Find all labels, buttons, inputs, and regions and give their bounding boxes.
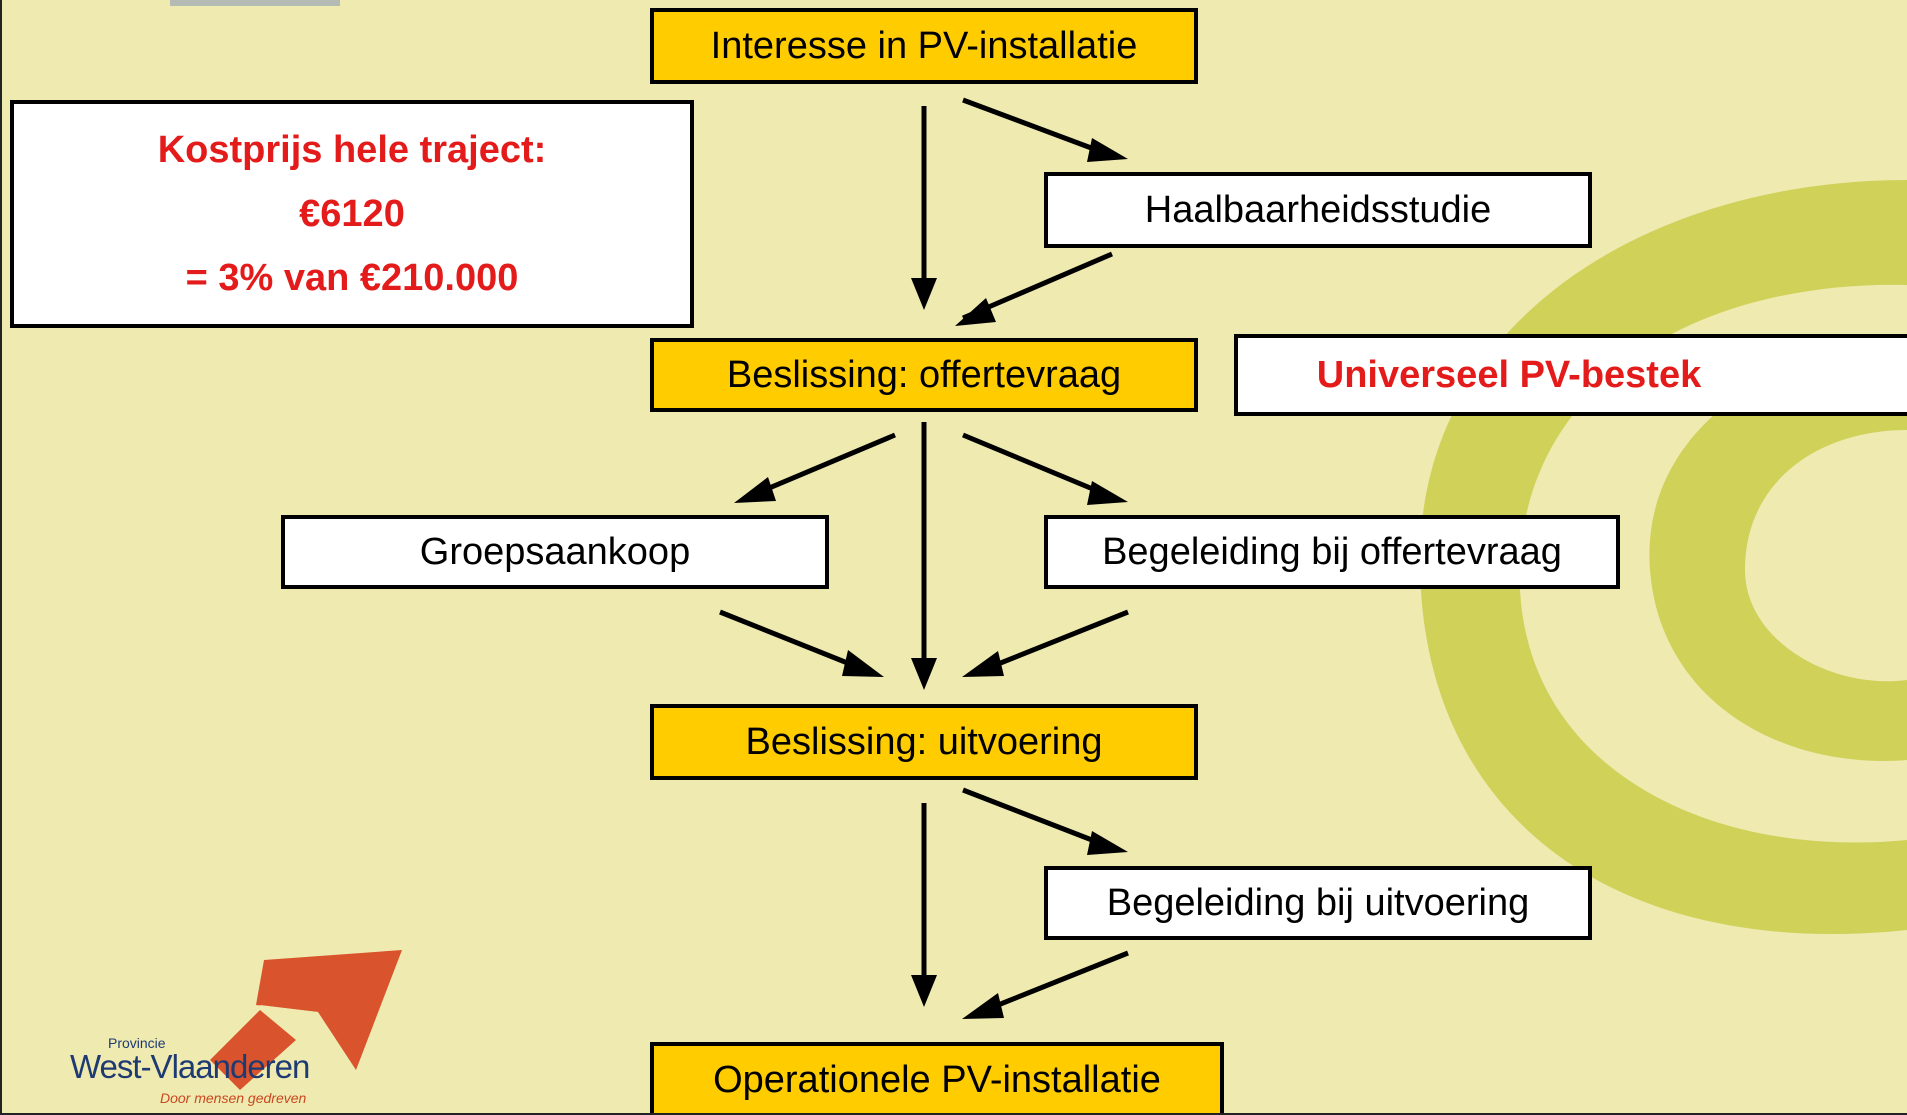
- box-beslissing-offertevraag-label: Beslissing: offertevraag: [726, 353, 1122, 396]
- arrow-begeleiding-to-uitvoering: [977, 609, 1129, 675]
- box-haalbaarheid: Haalbaarheidsstudie: [1044, 172, 1592, 248]
- logo-tagline: Door mensen gedreven: [160, 1090, 307, 1106]
- box-beslissing-uitvoering-label: Beslissing: uitvoering: [745, 720, 1103, 763]
- box-begeleiding-offertevraag-label: Begeleiding bij offertevraag: [1102, 530, 1562, 573]
- logo-name: West-Vlaanderen: [70, 1048, 310, 1085]
- cost-title: Kostprijs hele traject:: [157, 128, 547, 171]
- top-logo-fragment: [170, 0, 340, 6]
- box-universeel: Universeel PV-bestek: [1234, 334, 1907, 416]
- west-vlaanderen-logo-icon: [210, 950, 402, 1090]
- box-operationele: Operationele PV-installatie: [650, 1042, 1224, 1115]
- box-operationele-label: Operationele PV-installatie: [713, 1058, 1161, 1101]
- box-universeel-label: Universeel PV-bestek: [1316, 353, 1702, 396]
- arrow-uitvoering-to-begeleiding: [962, 787, 1111, 850]
- box-begeleiding-uitvoering: Begeleiding bij uitvoering: [1044, 866, 1592, 940]
- logo-province: Provincie: [108, 1035, 166, 1051]
- box-groepsaankoop-label: Groepsaankoop: [419, 530, 691, 573]
- box-haalbaarheid-label: Haalbaarheidsstudie: [1144, 188, 1492, 231]
- arrow-beslissing-to-groepsaankoop: [747, 432, 896, 500]
- arrow-interesse-to-haalbaarheid: [962, 97, 1111, 158]
- cost-amount: €6120: [299, 192, 405, 235]
- box-interesse-label: Interesse in PV-installatie: [710, 24, 1138, 67]
- box-interesse: Interesse in PV-installatie: [650, 8, 1198, 84]
- box-groepsaankoop: Groepsaankoop: [281, 515, 829, 589]
- cost-box: Kostprijs hele traject: €6120 = 3% van €…: [10, 100, 694, 328]
- arrow-begeleiding-uitvoering-to-operationele: [977, 950, 1129, 1016]
- box-begeleiding-offertevraag: Begeleiding bij offertevraag: [1044, 515, 1620, 589]
- box-beslissing-offertevraag: Beslissing: offertevraag: [650, 338, 1198, 412]
- box-begeleiding-uitvoering-label: Begeleiding bij uitvoering: [1106, 881, 1530, 924]
- arrow-groepsaankoop-to-uitvoering: [719, 609, 871, 675]
- arrow-beslissing-to-begeleiding-offerte: [962, 432, 1113, 500]
- box-beslissing-uitvoering: Beslissing: uitvoering: [650, 704, 1198, 780]
- cost-percentage: = 3% van €210.000: [185, 256, 519, 299]
